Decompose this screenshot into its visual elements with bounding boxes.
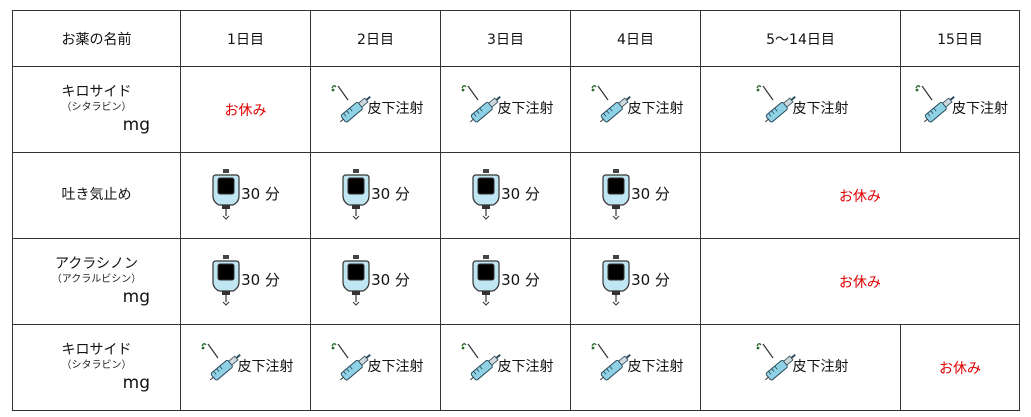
infusion-duration: 30 分 bbox=[631, 271, 670, 289]
drug-generic-name: （シタラビン） bbox=[61, 360, 132, 372]
injection-label: 皮下注射 bbox=[497, 100, 554, 117]
infusion-duration: 30 分 bbox=[241, 185, 280, 203]
drug-unit: mg bbox=[122, 372, 150, 393]
schedule-cell: 30 分 bbox=[570, 238, 701, 325]
infusion-duration: 30 分 bbox=[501, 271, 540, 289]
injection-label: 皮下注射 bbox=[627, 100, 684, 117]
schedule-cell: 皮下注射 bbox=[570, 66, 701, 153]
iv-drip-bag-icon bbox=[211, 254, 241, 306]
header-day-2: 2日目 bbox=[310, 10, 441, 67]
infusion-duration: 30 分 bbox=[501, 185, 540, 203]
injection-label: 皮下注射 bbox=[627, 358, 684, 375]
drug-name-cell: 吐き気止め bbox=[12, 152, 181, 239]
schedule-cell: お休み bbox=[180, 66, 311, 153]
infusion-duration: 30 分 bbox=[631, 185, 670, 203]
infusion-duration: 30 分 bbox=[371, 271, 410, 289]
drug-name: アクラシノン bbox=[54, 255, 139, 272]
syringe-icon bbox=[198, 340, 242, 392]
schedule-cell: 30 分 bbox=[570, 152, 701, 239]
schedule-cell: 30 分 bbox=[440, 238, 571, 325]
infusion-duration: 30 分 bbox=[241, 271, 280, 289]
iv-drip-bag-icon bbox=[341, 254, 371, 306]
syringe-icon bbox=[328, 82, 372, 134]
schedule-cell: お休み bbox=[900, 324, 1020, 411]
iv-drip-bag-icon bbox=[601, 168, 631, 220]
schedule-cell: 30 分 bbox=[180, 152, 311, 239]
injection-label: 皮下注射 bbox=[367, 358, 424, 375]
rest-label: お休み bbox=[939, 360, 981, 377]
syringe-icon bbox=[458, 340, 502, 392]
schedule-cell: 皮下注射 bbox=[180, 324, 311, 411]
schedule-cell: 皮下注射 bbox=[700, 66, 901, 153]
schedule-cell: 皮下注射 bbox=[700, 324, 901, 411]
table-row: アクラシノン （アクラルビシン） mg 30 分 30 分 30 分 30 分 … bbox=[12, 238, 1020, 325]
schedule-cell: 皮下注射 bbox=[440, 66, 571, 153]
syringe-icon bbox=[588, 340, 632, 392]
header-drug-name: お薬の名前 bbox=[12, 10, 181, 67]
drug-unit: mg bbox=[122, 114, 150, 135]
drug-name: 吐き気止め bbox=[61, 187, 132, 204]
schedule-cell: 皮下注射 bbox=[310, 66, 441, 153]
injection-label: 皮下注射 bbox=[367, 100, 424, 117]
header-day-5-14: 5～14日目 bbox=[700, 10, 901, 67]
schedule-cell: 皮下注射 bbox=[440, 324, 571, 411]
schedule-cell: 皮下注射 bbox=[310, 324, 441, 411]
iv-drip-bag-icon bbox=[471, 168, 501, 220]
iv-drip-bag-icon bbox=[471, 254, 501, 306]
schedule-cell: 皮下注射 bbox=[570, 324, 701, 411]
drug-name: キロサイド bbox=[61, 83, 132, 100]
schedule-cell: 30 分 bbox=[310, 238, 441, 325]
rest-label: お休み bbox=[839, 274, 881, 291]
drug-unit: mg bbox=[122, 286, 150, 307]
injection-label: 皮下注射 bbox=[497, 358, 554, 375]
table-row: 吐き気止め 30 分 30 分 30 分 30 分 お休み bbox=[12, 152, 1020, 239]
drug-name-cell: キロサイド （シタラビン） mg bbox=[12, 324, 181, 411]
injection-label: 皮下注射 bbox=[237, 358, 294, 375]
drug-name: キロサイド bbox=[61, 341, 132, 358]
drug-name-cell: アクラシノン （アクラルビシン） mg bbox=[12, 238, 181, 325]
syringe-icon bbox=[458, 82, 502, 134]
header-day-4: 4日目 bbox=[570, 10, 701, 67]
medication-schedule-table: お薬の名前 1日目 2日目 3日目 4日目 5～14日目 15日目 キロサイド … bbox=[12, 10, 1020, 411]
schedule-cell: 皮下注射 bbox=[900, 66, 1020, 153]
header-row: お薬の名前 1日目 2日目 3日目 4日目 5～14日目 15日目 bbox=[12, 10, 1020, 67]
schedule-cell: 30 分 bbox=[180, 238, 311, 325]
schedule-cell: 30 分 bbox=[310, 152, 441, 239]
iv-drip-bag-icon bbox=[211, 168, 241, 220]
syringe-icon bbox=[588, 82, 632, 134]
rest-label: お休み bbox=[224, 102, 267, 119]
drug-generic-name: （アクラルビシン） bbox=[51, 274, 142, 286]
table-row: キロサイド （シタラビン） mg お休み 皮下注射 皮下注射 皮下注射 皮下注射… bbox=[12, 66, 1020, 153]
injection-label: 皮下注射 bbox=[792, 358, 849, 375]
schedule-cell: 30 分 bbox=[440, 152, 571, 239]
table-row: キロサイド （シタラビン） mg 皮下注射 皮下注射 皮下注射 皮下注射 皮下注… bbox=[12, 324, 1020, 411]
infusion-duration: 30 分 bbox=[371, 185, 410, 203]
syringe-icon bbox=[328, 340, 372, 392]
iv-drip-bag-icon bbox=[601, 254, 631, 306]
schedule-cell: お休み bbox=[700, 238, 1020, 325]
injection-label: 皮下注射 bbox=[792, 100, 849, 117]
rest-label: お休み bbox=[839, 188, 881, 205]
header-day-15: 15日目 bbox=[900, 10, 1020, 67]
iv-drip-bag-icon bbox=[341, 168, 371, 220]
header-day-3: 3日目 bbox=[440, 10, 571, 67]
drug-generic-name: （シタラビン） bbox=[61, 102, 132, 114]
injection-label: 皮下注射 bbox=[952, 100, 1008, 117]
syringe-icon bbox=[753, 340, 797, 392]
syringe-icon bbox=[912, 82, 956, 134]
header-day-1: 1日目 bbox=[180, 10, 311, 67]
schedule-cell: お休み bbox=[700, 152, 1020, 239]
syringe-icon bbox=[753, 82, 797, 134]
drug-name-cell: キロサイド （シタラビン） mg bbox=[12, 66, 181, 153]
